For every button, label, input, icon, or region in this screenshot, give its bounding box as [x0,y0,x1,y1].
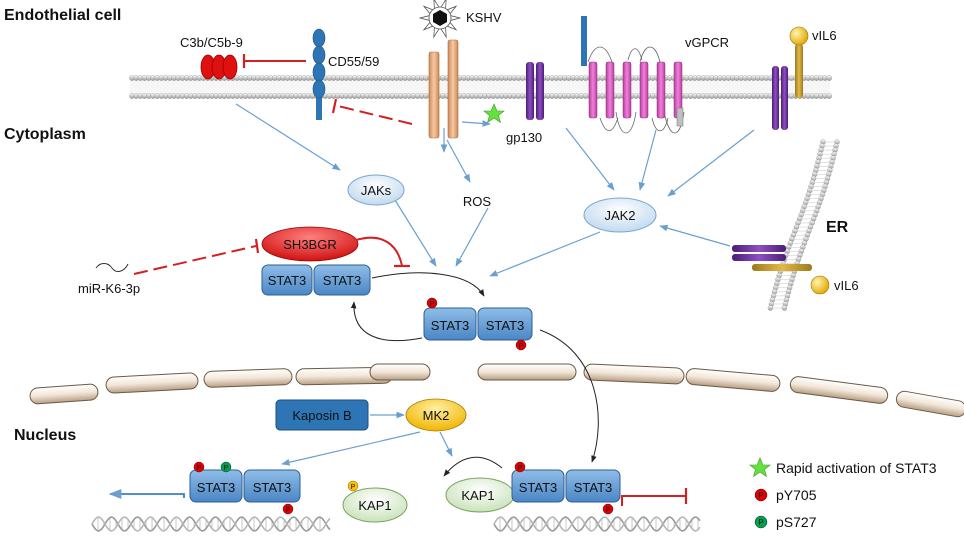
dna-right [493,516,701,532]
legend-ps727-icon [754,515,768,529]
vgpcr-receptor [581,16,685,134]
kap1-phosphorylated-node [342,487,408,523]
stat3-dimer-nuclear-right: STAT3 STAT3 P P [511,461,621,515]
legend-py705-icon [754,488,768,502]
endothelial-cell-label: Endothelial cell [4,7,121,24]
svg-text:P: P [197,465,202,472]
py705-phospho-mark: P [282,503,294,515]
stat3-dimer-inactive: STAT3 STAT3 [261,264,371,296]
kaposin-b-node [275,399,369,431]
stat3-label: STAT3 [323,273,362,288]
stat3-label: STAT3 [197,480,236,495]
vil6-gp130-complex-er [732,245,830,295]
svg-text:P: P [758,518,763,527]
vil6-gp130-complex-top [772,26,809,130]
cytoplasm-label: Cytoplasm [4,126,86,143]
gp130-receptor [526,62,544,120]
stat3-dimer-phosphorylated: STAT3 STAT3 P P [423,297,533,351]
stat3-label: STAT3 [486,318,525,333]
kshv-virion [418,0,462,39]
sh3bgr-node [261,226,359,262]
py705-phospho-mark: P [426,297,438,309]
legend: Rapid activation of STAT3 P pY705 P pS72… [749,457,937,530]
signaling-arrows [235,103,755,277]
er-label: ER [826,219,849,236]
c3b-c5b9-complex [200,54,238,80]
ps727-phospho-mark: P [220,461,232,473]
mir-inhibits-sh3bgr [133,238,260,275]
legend-star-label: Rapid activation of STAT3 [776,460,937,476]
svg-text:P: P [519,343,524,350]
translocation-arrows [350,272,599,477]
py705-phospho-mark: P [193,461,205,473]
vil6-top-label: vIL6 [812,28,837,43]
jaks-node [347,174,405,206]
svg-text:P: P [758,491,763,500]
plasma-membrane [129,75,832,99]
jak2-node [583,197,657,233]
kshv-receptor [428,39,459,139]
gp130-label: gp130 [506,130,542,145]
svg-text:P: P [224,465,229,472]
jaks-label: JAKs [361,183,392,198]
svg-text:P: P [351,484,356,491]
kshv-inhibits-cd55 [331,98,413,125]
stat3-label: STAT3 [431,318,470,333]
kap1-label: KAP1 [358,498,391,513]
vil6-er-label: vIL6 [834,278,859,293]
kaposin-label: Kaposin B [292,408,351,423]
stat3-label: STAT3 [574,480,613,495]
stat3-label: STAT3 [519,480,558,495]
svg-text:P: P [606,507,611,514]
svg-text:P: P [286,507,291,514]
kshv-label: KSHV [466,10,502,25]
svg-text:P: P [430,301,435,308]
kap1-phospho-mark: P [347,480,359,492]
svg-text:P: P [518,465,523,472]
vgpcr-label: vGPCR [685,35,729,50]
cd55-inhibits-c3b [242,54,306,68]
dna-left [91,516,331,532]
py705-phospho-mark: P [514,461,526,473]
legend-star-icon [749,457,771,478]
kap1-label: KAP1 [461,488,494,503]
nucleus-label: Nucleus [14,427,76,444]
transcription-repression [621,488,688,506]
rapid-activation-star [483,103,505,124]
mk2-node [405,398,467,432]
legend-ps727-label: pS727 [776,514,817,530]
nuclear-envelope [29,363,964,418]
cd55-59-receptor [312,28,326,120]
py705-phospho-mark: P [515,339,527,351]
jak2-label: JAK2 [604,208,635,223]
ros-label: ROS [463,194,492,209]
mk2-arrows [281,431,453,466]
py705-phospho-mark: P [602,503,614,515]
c3b-label: C3b/C5b-9 [180,35,243,50]
legend-py705-label: pY705 [776,487,817,503]
mk2-label: MK2 [423,408,450,423]
stat3-label: STAT3 [253,480,292,495]
cd55-label: CD55/59 [328,54,379,69]
sh3bgr-inhibits-phosphorylation [355,236,403,267]
stat3-label: STAT3 [268,273,307,288]
mir-label: miR-K6-3p [78,281,140,296]
transcription-activation-arrow [108,488,185,500]
sh3bgr-label: SH3BGR [283,237,336,252]
stat3-dimer-nuclear-left: STAT3 STAT3 P P P [189,461,301,515]
mirna-strand [95,263,129,272]
